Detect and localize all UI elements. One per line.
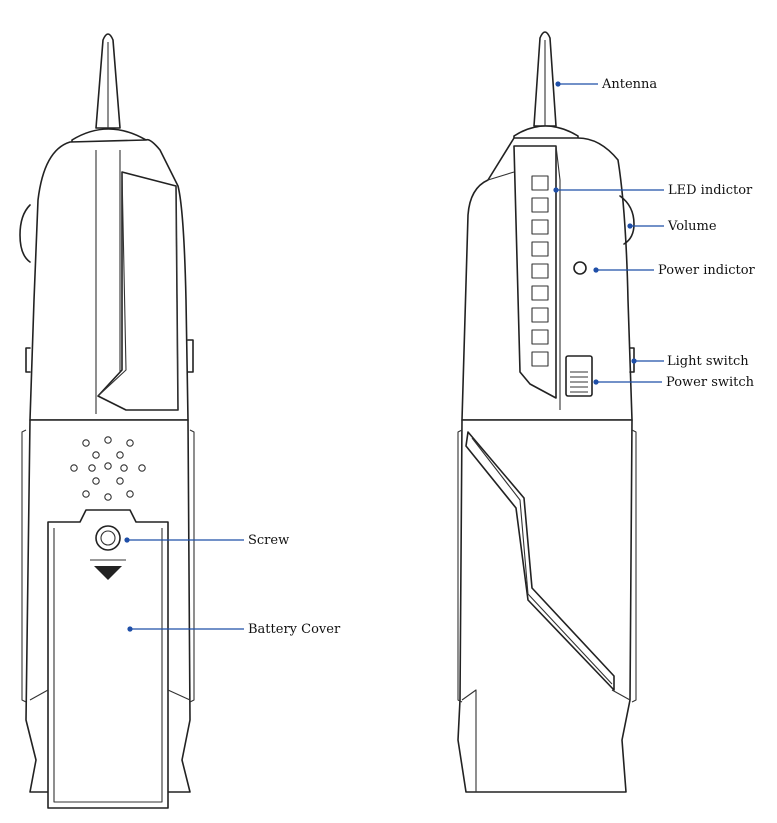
- callout-power-indicator: Power indictor: [593, 263, 756, 278]
- label-power-switch: Power switch: [666, 375, 755, 390]
- callout-screw: Screw: [124, 533, 289, 548]
- speaker-grille: [70, 436, 146, 501]
- back-view: [19, 33, 195, 809]
- label-light-switch: Light switch: [667, 354, 749, 369]
- label-led: LED indictor: [668, 183, 753, 198]
- callout-volume: Volume: [627, 219, 717, 234]
- label-screw: Screw: [248, 533, 289, 548]
- callouts: Antenna LED indictor Volume Power indict…: [124, 77, 756, 637]
- label-antenna: Antenna: [601, 77, 657, 92]
- callout-power-switch: Power switch: [593, 375, 755, 390]
- callout-led: LED indictor: [553, 183, 753, 198]
- callout-light-switch: Light switch: [631, 354, 749, 369]
- led-strip: [513, 145, 557, 399]
- callout-antenna: Antenna: [555, 77, 657, 92]
- label-volume: Volume: [667, 219, 717, 234]
- side-panel: [465, 431, 615, 691]
- grip-left: [21, 429, 195, 703]
- power-indicator-light: [573, 261, 587, 275]
- power-switch-slider: [565, 355, 593, 397]
- side-view: [457, 31, 637, 793]
- label-battery-cover: Battery Cover: [248, 622, 341, 637]
- label-power-indicator: Power indictor: [658, 263, 756, 278]
- callout-battery-cover: Battery Cover: [127, 622, 341, 637]
- arrow-mark: [94, 566, 122, 580]
- battery-cover-left: [47, 509, 169, 809]
- screw-head: [95, 525, 121, 551]
- led-indicator: [531, 175, 549, 367]
